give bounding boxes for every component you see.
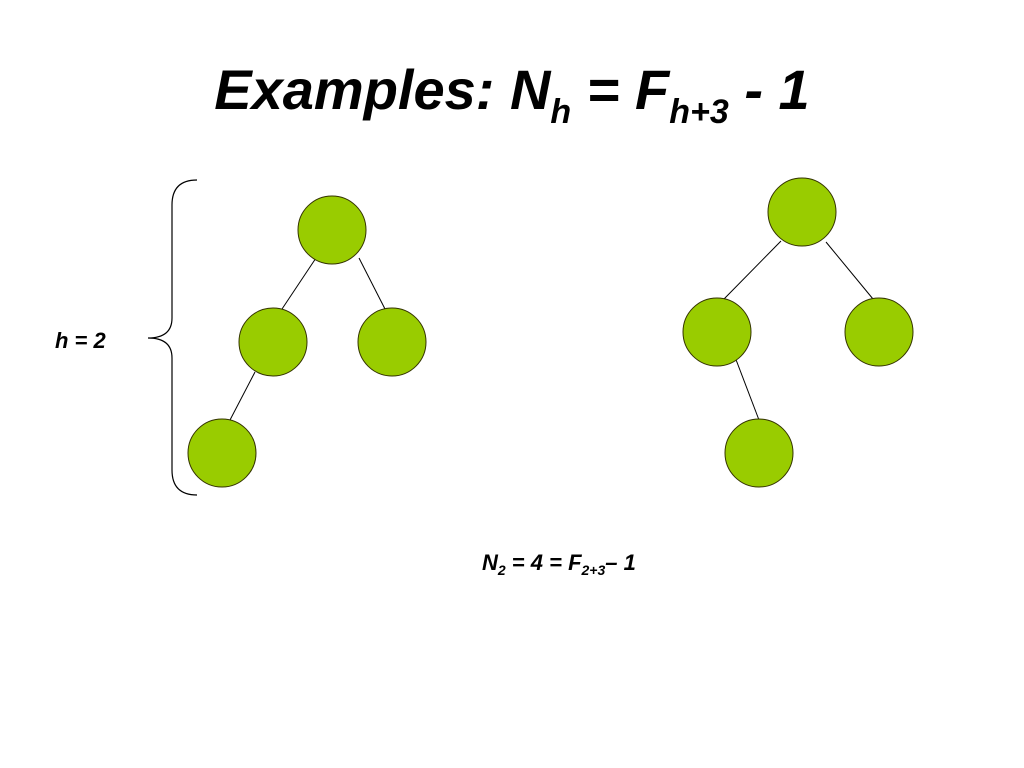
title-prefix: Examples: N bbox=[214, 58, 551, 121]
left-tree-edge-root-left bbox=[281, 254, 319, 310]
equation-n-subscript: 2 bbox=[497, 562, 506, 578]
left-tree-edge-root-right bbox=[358, 257, 386, 310]
slide-title: Examples: Nh = Fh+3 - 1 bbox=[0, 62, 1024, 131]
title-subscript-h-plus-3: h+3 bbox=[669, 93, 729, 131]
left-tree-leaf-node bbox=[187, 418, 257, 488]
left-tree-edges bbox=[229, 254, 386, 421]
equation-suffix: – 1 bbox=[605, 550, 636, 575]
equation-mid: = 4 = F bbox=[505, 550, 582, 575]
height-label: h = 2 bbox=[55, 328, 106, 353]
height-brace bbox=[147, 179, 198, 496]
right-tree-leaf-node bbox=[724, 418, 794, 488]
title-suffix: - 1 bbox=[728, 58, 810, 121]
right-tree-edge-left-leaf bbox=[734, 356, 760, 421]
equation-n: N bbox=[482, 550, 498, 575]
right-tree-right-child-node bbox=[844, 297, 914, 367]
title-mid: = F bbox=[571, 58, 670, 121]
left-tree-left-child-node bbox=[238, 307, 308, 377]
right-tree-edges bbox=[723, 240, 874, 421]
equation-f-subscript: 2+3 bbox=[581, 562, 606, 578]
right-tree-root-node bbox=[767, 177, 837, 247]
equation-label: N2 = 4 = F2+3– 1 bbox=[482, 550, 636, 578]
right-tree-edge-root-left bbox=[723, 240, 782, 300]
left-tree-root-node bbox=[297, 195, 367, 265]
right-tree-left-child-node bbox=[682, 297, 752, 367]
left-tree-edge-left-leaf bbox=[229, 371, 256, 421]
right-tree-edge-root-right bbox=[825, 241, 874, 300]
left-tree bbox=[187, 195, 427, 488]
left-tree-right-child-node bbox=[357, 307, 427, 377]
right-tree bbox=[682, 177, 914, 488]
title-subscript-h: h bbox=[550, 93, 572, 131]
